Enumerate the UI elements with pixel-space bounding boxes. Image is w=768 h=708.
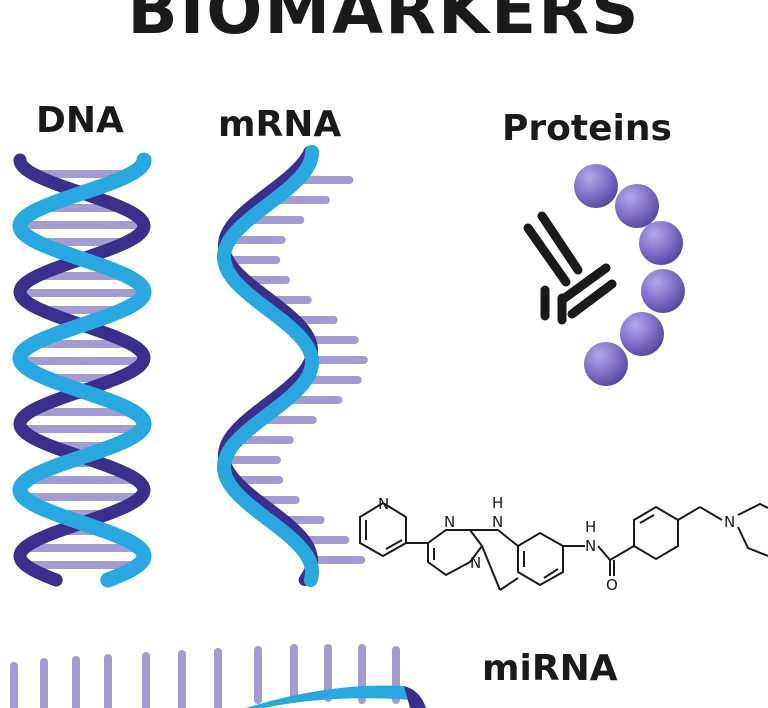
dna-strand-light bbox=[12, 152, 152, 588]
atom-n-pyridine: N bbox=[378, 495, 389, 513]
atom-o: O bbox=[606, 576, 618, 594]
atom-h-1: H bbox=[492, 494, 503, 512]
chemical-structure-icon bbox=[359, 501, 768, 591]
atom-n-2: N bbox=[470, 554, 481, 572]
proteins-label: Proteins bbox=[502, 108, 672, 149]
dna-label: DNA bbox=[36, 100, 124, 141]
mirna-label: miRNA bbox=[482, 648, 618, 689]
dna-strand-dark bbox=[13, 153, 151, 587]
mrna-label: mRNA bbox=[218, 104, 342, 145]
atom-n-1: N bbox=[444, 513, 455, 531]
atom-n-piperidine: N bbox=[724, 513, 735, 531]
mrna-single-strand-icon bbox=[217, 145, 368, 587]
page-title: BIOMARKERS bbox=[127, 0, 641, 49]
mirna-hairpin-icon bbox=[10, 644, 426, 708]
dna-double-helix-icon bbox=[12, 152, 152, 588]
molecule-atom-labels: N N N H N N H O N bbox=[378, 494, 735, 594]
mrna-strand-light bbox=[217, 145, 320, 587]
antibody-icon bbox=[523, 211, 617, 325]
atom-h-2: H bbox=[585, 518, 596, 536]
atom-nh-1: N bbox=[492, 513, 503, 531]
protein-bead-chain-icon bbox=[574, 164, 685, 386]
atom-nh-2: N bbox=[585, 537, 596, 555]
